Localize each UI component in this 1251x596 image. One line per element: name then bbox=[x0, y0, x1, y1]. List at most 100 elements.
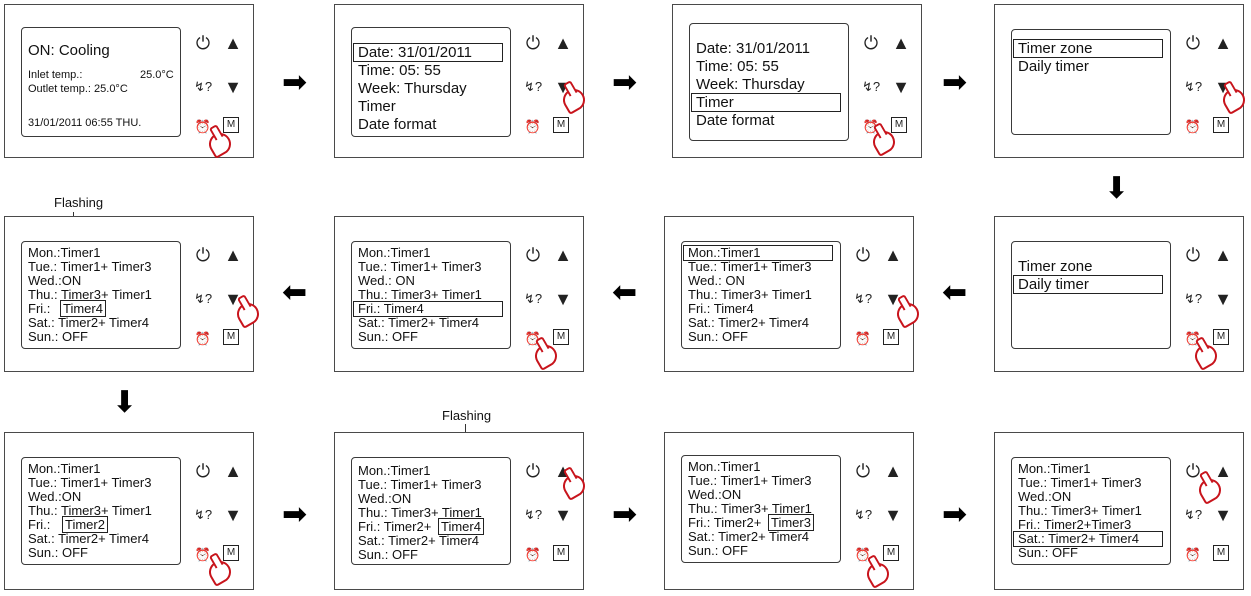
fri-row: Fri.: Timer2+ bbox=[358, 519, 432, 534]
down-arrow-icon[interactable]: ▼ bbox=[892, 77, 910, 97]
time-row: Time: 05: 55 bbox=[696, 58, 779, 75]
panel-5: Timer zone Daily timer ⏻ ▲ ↯? ▼ ⏰ M bbox=[994, 216, 1244, 372]
power-icon[interactable]: ⏻ bbox=[525, 461, 541, 481]
fri-value-flashing: Timer2 bbox=[62, 516, 108, 533]
down-arrow-icon[interactable]: ▼ bbox=[224, 289, 242, 309]
mode-icon[interactable]: M bbox=[223, 329, 239, 345]
mode-icon[interactable]: M bbox=[223, 545, 239, 561]
up-arrow-icon[interactable]: ▲ bbox=[1214, 33, 1232, 53]
lcd-screen: Mon.:Timer1 Tue.: Timer1+ Timer3 Wed.:ON… bbox=[351, 457, 511, 565]
query-icon[interactable]: ↯? bbox=[853, 507, 873, 522]
fri-value: Timer4 bbox=[60, 300, 106, 317]
panel-11: Mon.:Timer1 Tue.: Timer1+ Timer3 Wed.:ON… bbox=[664, 432, 914, 590]
mode-icon[interactable]: M bbox=[891, 117, 907, 133]
power-icon[interactable]: ⏻ bbox=[863, 33, 879, 53]
mode-icon[interactable]: M bbox=[223, 117, 239, 133]
down-arrow-icon[interactable]: ▼ bbox=[224, 77, 242, 97]
up-arrow-icon[interactable]: ▲ bbox=[884, 245, 902, 265]
mode-icon[interactable]: M bbox=[883, 545, 899, 561]
up-arrow-icon[interactable]: ▲ bbox=[554, 245, 572, 265]
tue-row: Tue.: Timer1+ Timer3 bbox=[358, 477, 482, 492]
mode-icon[interactable]: M bbox=[883, 329, 899, 345]
panel-10: Mon.:Timer1 Tue.: Timer1+ Timer3 Wed.:ON… bbox=[334, 432, 590, 590]
power-icon[interactable]: ⏻ bbox=[195, 33, 211, 53]
up-arrow-icon[interactable]: ▲ bbox=[224, 33, 242, 53]
power-icon[interactable]: ⏻ bbox=[525, 33, 541, 53]
panel-3: Date: 31/01/2011 Time: 05: 55 Week: Thur… bbox=[672, 4, 922, 158]
mon-row: Mon.:Timer1 bbox=[28, 461, 101, 476]
lcd-screen: Date: 31/01/2011 Time: 05: 55 Week: Thur… bbox=[689, 23, 849, 141]
clock-icon[interactable]: ⏰ bbox=[524, 547, 542, 562]
sun-row: Sun.: OFF bbox=[28, 545, 88, 560]
power-icon[interactable]: ⏻ bbox=[1185, 461, 1201, 481]
down-arrow-icon[interactable]: ▼ bbox=[1214, 289, 1232, 309]
query-icon[interactable]: ↯? bbox=[193, 291, 213, 306]
power-icon[interactable]: ⏻ bbox=[1185, 245, 1201, 265]
status-line: ON: Cooling bbox=[28, 42, 110, 59]
fri-value-flashing: Timer4 bbox=[438, 518, 484, 535]
panel-8: Mon.:Timer1 Tue.: Timer1+ Timer3 Wed.:ON… bbox=[4, 216, 264, 372]
mon-row: Mon.:Timer1 bbox=[358, 245, 431, 260]
mode-icon[interactable]: M bbox=[553, 545, 569, 561]
query-icon[interactable]: ↯? bbox=[193, 79, 213, 94]
fri-row: Fri.: Timer2+ bbox=[688, 515, 762, 530]
clock-icon[interactable]: ⏰ bbox=[1184, 547, 1202, 562]
down-arrow-icon[interactable]: ▼ bbox=[884, 505, 902, 525]
tue-row: Tue.: Timer1+ Timer3 bbox=[28, 259, 152, 274]
clock-icon[interactable]: ⏰ bbox=[194, 331, 212, 346]
mode-icon[interactable]: M bbox=[1213, 545, 1229, 561]
date-row: Date: 31/01/2011 bbox=[353, 43, 503, 62]
query-icon[interactable]: ↯? bbox=[1183, 79, 1203, 94]
clock-icon[interactable]: ⏰ bbox=[194, 547, 212, 562]
panel-7: Mon.:Timer1 Tue.: Timer1+ Timer3 Wed.: O… bbox=[334, 216, 584, 372]
tue-row: Tue.: Timer1+ Timer3 bbox=[28, 475, 152, 490]
query-icon[interactable]: ↯? bbox=[1183, 507, 1203, 522]
query-icon[interactable]: ↯? bbox=[523, 291, 543, 306]
power-icon[interactable]: ⏻ bbox=[195, 245, 211, 265]
mode-icon[interactable]: M bbox=[553, 329, 569, 345]
query-icon[interactable]: ↯? bbox=[523, 79, 543, 94]
query-icon[interactable]: ↯? bbox=[193, 507, 213, 522]
outlet-line: Outlet temp.: 25.0°C bbox=[28, 83, 128, 95]
date-row: Date: 31/01/2011 bbox=[696, 40, 810, 57]
sat-row: Sat.: Timer2+ Timer4 bbox=[28, 531, 150, 546]
sun-row: Sun.: OFF bbox=[28, 329, 88, 344]
sun-row: Sun.: OFF bbox=[1018, 545, 1078, 560]
mode-icon[interactable]: M bbox=[553, 117, 569, 133]
up-arrow-icon[interactable]: ▲ bbox=[884, 461, 902, 481]
up-arrow-icon[interactable]: ▲ bbox=[1214, 245, 1232, 265]
datetime-line: 31/01/2011 06:55 THU. bbox=[28, 117, 142, 129]
down-arrow-icon[interactable]: ▼ bbox=[884, 289, 902, 309]
up-arrow-icon[interactable]: ▲ bbox=[1214, 461, 1232, 481]
timer-zone-row: Timer zone bbox=[1018, 258, 1093, 275]
query-icon[interactable]: ↯? bbox=[861, 79, 881, 94]
down-arrow-icon[interactable]: ▼ bbox=[554, 505, 572, 525]
mode-icon[interactable]: M bbox=[1213, 117, 1229, 133]
down-arrow-icon[interactable]: ▼ bbox=[554, 289, 572, 309]
sat-row: Sat.: Timer2+ Timer4 bbox=[358, 315, 480, 330]
power-icon[interactable]: ⏻ bbox=[195, 461, 211, 481]
daily-timer-row: Daily timer bbox=[1018, 58, 1089, 75]
clock-icon[interactable]: ⏰ bbox=[194, 119, 212, 134]
query-icon[interactable]: ↯? bbox=[853, 291, 873, 306]
query-icon[interactable]: ↯? bbox=[523, 507, 543, 522]
clock-icon[interactable]: ⏰ bbox=[854, 331, 872, 346]
up-arrow-icon[interactable]: ▲ bbox=[892, 33, 910, 53]
mode-icon[interactable]: M bbox=[1213, 329, 1229, 345]
wed-row: Wed.:ON bbox=[28, 273, 82, 288]
clock-icon[interactable]: ⏰ bbox=[524, 119, 542, 134]
up-arrow-icon[interactable]: ▲ bbox=[224, 245, 242, 265]
up-arrow-icon[interactable]: ▲ bbox=[554, 33, 572, 53]
down-arrow-icon[interactable]: ▼ bbox=[224, 505, 242, 525]
power-icon[interactable]: ⏻ bbox=[855, 245, 871, 265]
clock-icon[interactable]: ⏰ bbox=[1184, 119, 1202, 134]
lcd-screen: Date: 31/01/2011 Time: 05: 55 Week: Thur… bbox=[351, 27, 511, 137]
power-icon[interactable]: ⏻ bbox=[1185, 33, 1201, 53]
wed-row: Wed.:ON bbox=[688, 487, 742, 502]
fri-row: Fri.: Timer4 bbox=[353, 301, 503, 317]
power-icon[interactable]: ⏻ bbox=[855, 461, 871, 481]
power-icon[interactable]: ⏻ bbox=[525, 245, 541, 265]
down-arrow-icon[interactable]: ▼ bbox=[1214, 505, 1232, 525]
query-icon[interactable]: ↯? bbox=[1183, 291, 1203, 306]
up-arrow-icon[interactable]: ▲ bbox=[224, 461, 242, 481]
